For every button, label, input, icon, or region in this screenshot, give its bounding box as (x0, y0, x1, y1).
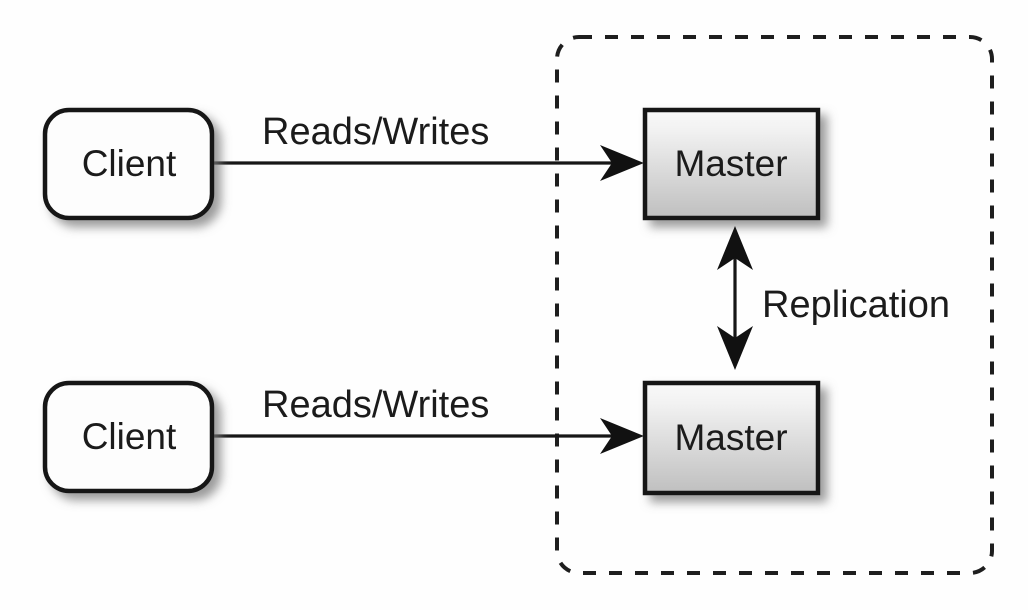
master-top-label: Master (674, 143, 787, 184)
master-bottom-label: Master (674, 417, 787, 458)
edge-label-reads-writes-top: Reads/Writes (262, 111, 489, 153)
client-top-label: Client (82, 143, 177, 184)
master-bottom-box[interactable] (642, 380, 821, 496)
client-bottom-label: Client (82, 416, 177, 457)
client-bottom-box[interactable] (42, 380, 215, 494)
edge-label-replication: Replication (762, 284, 950, 326)
edge-replication (717, 226, 753, 370)
arrow-head-down-replication (717, 326, 753, 370)
client-top-box[interactable] (42, 107, 215, 221)
edge-reads-writes-top (212, 145, 644, 181)
node-master-bottom[interactable]: Master (642, 380, 821, 496)
arrow-head-right-bottom (600, 418, 644, 454)
cluster-boundary (555, 35, 994, 575)
master-top-box[interactable] (642, 107, 821, 221)
node-client-bottom[interactable]: Client (42, 380, 215, 494)
node-client-top[interactable]: Client (42, 107, 215, 221)
edge-reads-writes-bottom (212, 418, 644, 454)
arrow-head-up-replication (717, 226, 753, 270)
arrow-head-right-top (600, 145, 644, 181)
node-master-top[interactable]: Master (642, 107, 821, 221)
edge-label-reads-writes-bottom: Reads/Writes (262, 384, 489, 426)
